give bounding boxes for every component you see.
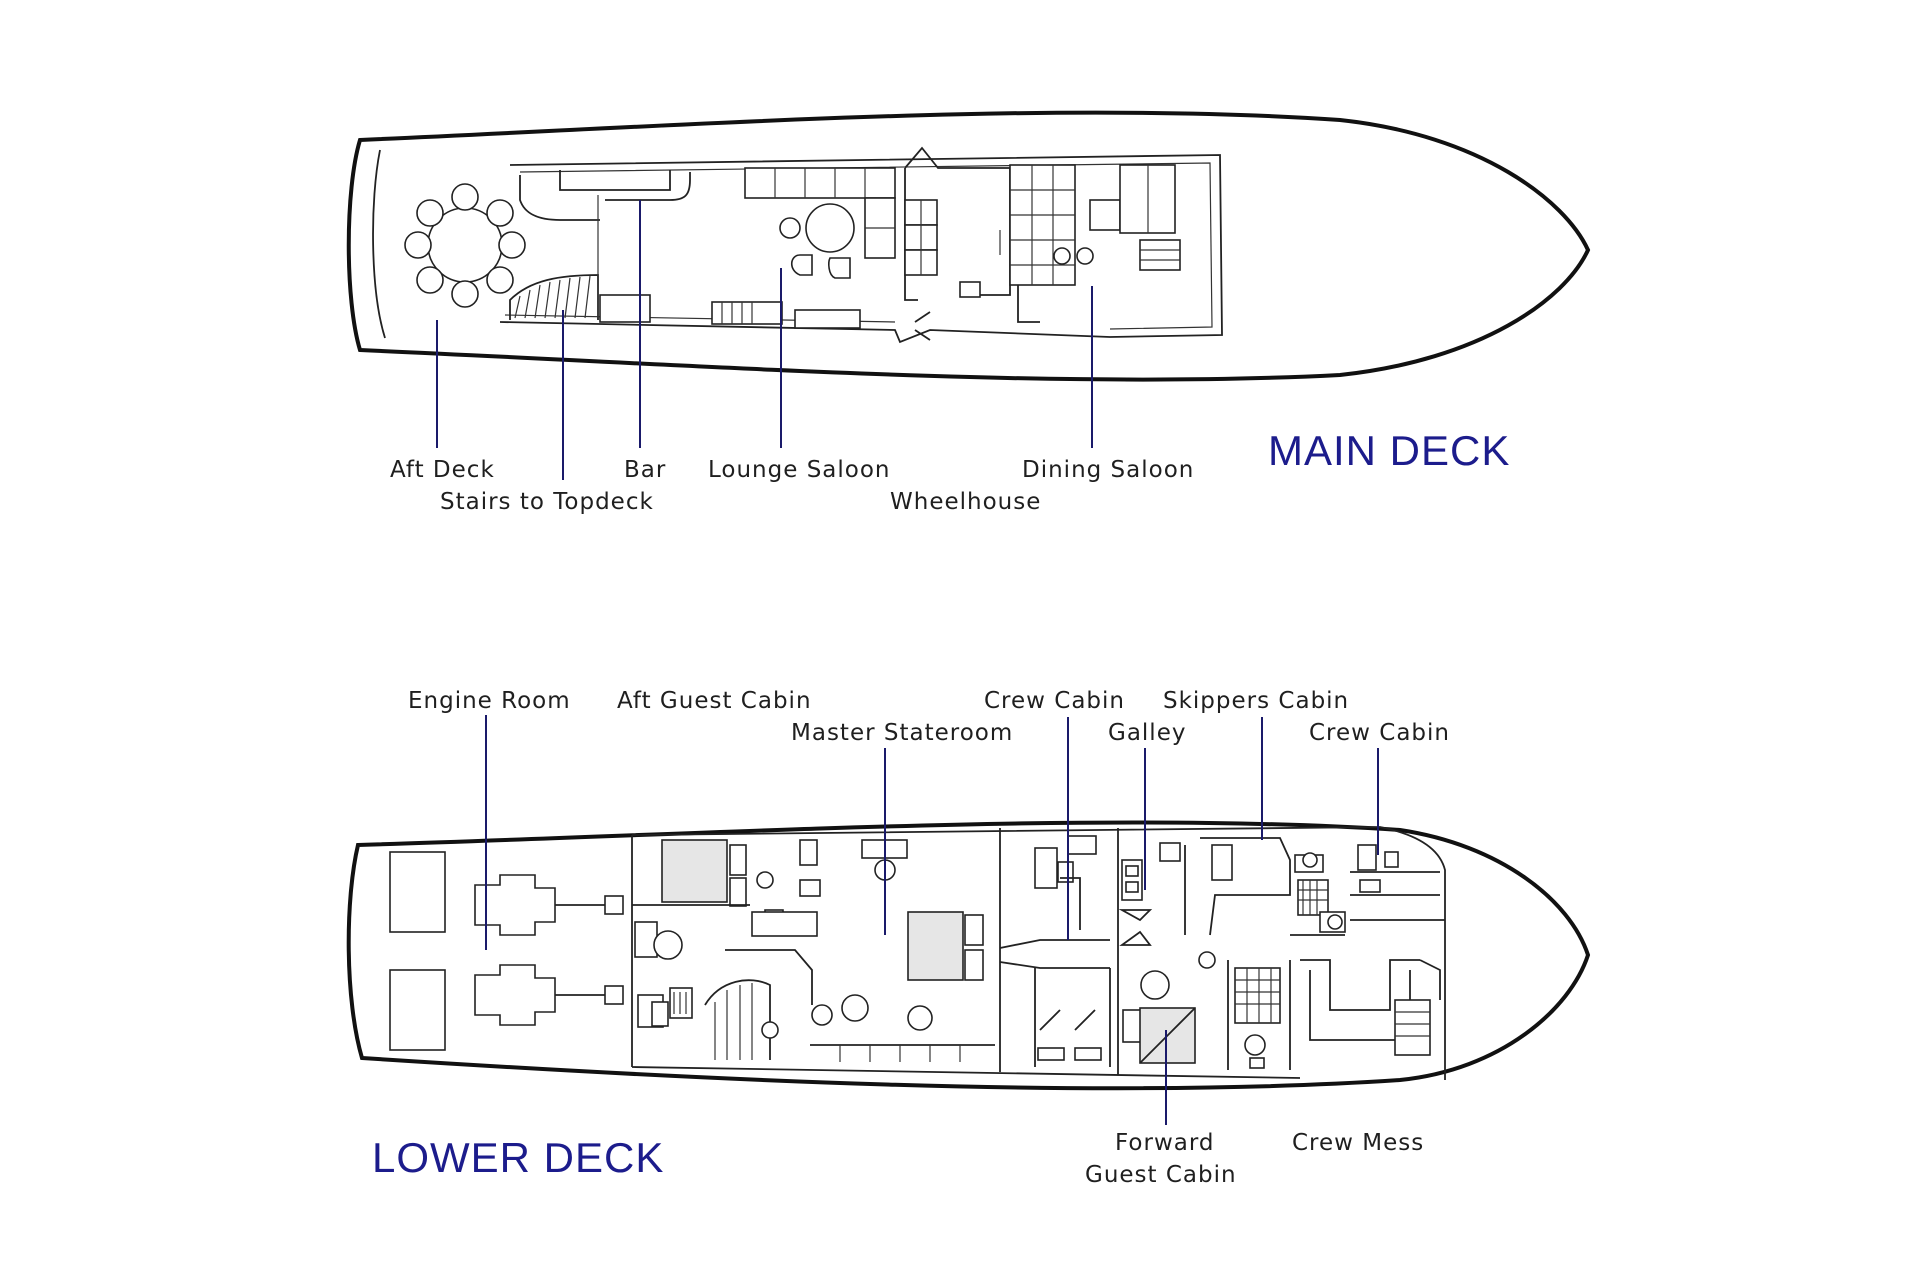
aft-guest-cabin-plan xyxy=(632,839,821,1060)
lounge-saloon-furniture xyxy=(711,167,896,329)
master-stateroom-plan xyxy=(810,839,995,1062)
main-deck-hull xyxy=(346,110,1591,382)
wheelhouse-plan xyxy=(904,146,1011,341)
engine-room-plan xyxy=(389,851,624,1051)
main-deck-plan: Aft Deck Stairs to Topdeck Bar Lounge Sa… xyxy=(346,110,1591,515)
label-crew-cabin-2: Crew Cabin xyxy=(1309,720,1450,746)
lower-deck-hull xyxy=(346,820,1591,1091)
crew-mess-plan xyxy=(1227,959,1441,1070)
skippers-cabin-plan xyxy=(1198,837,1346,969)
dining-saloon-plan xyxy=(1009,164,1181,323)
main-deck-title: MAIN DECK xyxy=(1268,427,1510,474)
label-engine-room: Engine Room xyxy=(408,688,571,714)
crew-cabin-galley-plan xyxy=(999,835,1196,1067)
label-galley: Galley xyxy=(1108,720,1186,746)
label-crew-cabin-1: Crew Cabin xyxy=(984,688,1125,714)
label-wheelhouse: Wheelhouse xyxy=(890,489,1041,515)
lower-deck-inner-line-bottom xyxy=(631,1066,1301,1079)
main-deck-inner-line xyxy=(372,149,386,339)
aft-deck-dining-table xyxy=(404,183,526,308)
label-master-stateroom: Master Stateroom xyxy=(791,720,1013,746)
main-bar xyxy=(519,170,691,318)
label-aft-deck: Aft Deck xyxy=(390,457,495,483)
lower-deck-inner-line xyxy=(631,826,1446,1080)
label-aft-guest-cabin: Aft Guest Cabin xyxy=(617,688,812,714)
main-deckhouse xyxy=(499,154,1223,344)
main-stairs xyxy=(509,274,651,323)
crew-cabin-forward-plan xyxy=(1350,844,1445,921)
lower-deck-plan: Engine Room Aft Guest Cabin Master State… xyxy=(346,688,1591,1188)
label-stairs-to-topdeck: Stairs to Topdeck xyxy=(440,489,654,515)
label-skippers-cabin: Skippers Cabin xyxy=(1163,688,1349,714)
label-lounge-saloon: Lounge Saloon xyxy=(708,457,891,483)
label-crew-mess: Crew Mess xyxy=(1292,1130,1424,1156)
label-bar: Bar xyxy=(624,457,666,483)
label-forward-guest-cabin-line1: Forward xyxy=(1115,1130,1215,1156)
label-forward-guest-cabin-line2: Guest Cabin xyxy=(1085,1162,1237,1188)
label-dining-saloon: Dining Saloon xyxy=(1022,457,1194,483)
lower-deck-title: LOWER DECK xyxy=(372,1134,664,1181)
